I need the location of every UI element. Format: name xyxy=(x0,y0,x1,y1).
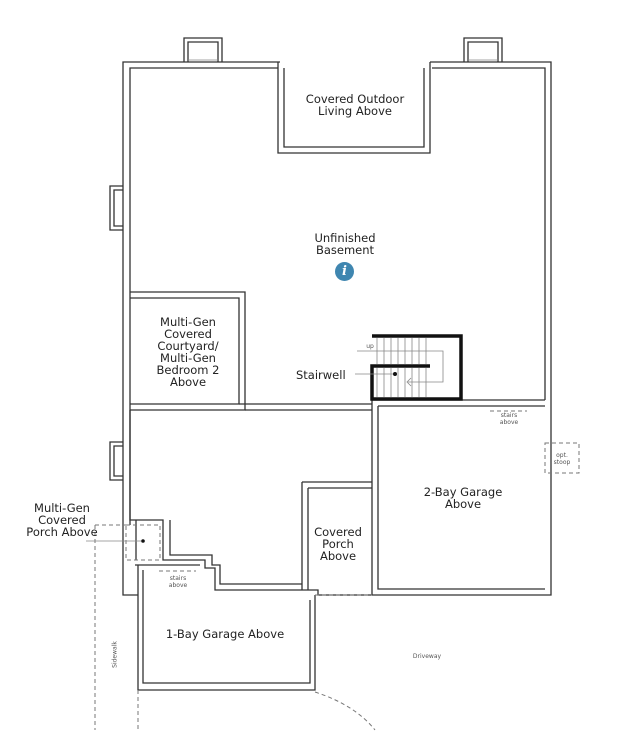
room-multi-gen-courtyard: Multi-Gen Covered Courtyard/ Multi-Gen B… xyxy=(156,315,220,389)
room-covered-outdoor-living: Covered Outdoor Living Above xyxy=(305,92,405,118)
sidewalk-label: Sidewalk xyxy=(111,641,119,668)
room-multi-gen-covered-porch: Multi-Gen Covered Porch Above xyxy=(26,501,98,539)
dashed-elements xyxy=(86,410,580,731)
stairs-above-label-2: stairs above xyxy=(168,575,188,589)
stairs-above-label-1: stairs above xyxy=(499,412,519,426)
window-bump-top-right xyxy=(463,37,503,62)
stairwell-drawing xyxy=(355,334,463,401)
opt-stoop-label: opt. stoop xyxy=(553,452,571,466)
room-stairwell: Stairwell xyxy=(296,368,346,382)
room-unfinished-basement: Unfinished Basement xyxy=(314,231,376,257)
info-icon[interactable]: i xyxy=(335,262,354,281)
window-bump-left-1 xyxy=(109,185,123,231)
exterior-walls xyxy=(122,61,552,691)
window-bump-left-2 xyxy=(109,441,123,481)
room-1-bay-garage: 1-Bay Garage Above xyxy=(165,627,285,641)
window-bump-top-left xyxy=(183,37,223,62)
driveway-label: Driveway xyxy=(412,653,442,660)
room-2-bay-garage: 2-Bay Garage Above xyxy=(423,485,503,511)
room-covered-porch: Covered Porch Above xyxy=(314,525,362,563)
stairs-up-label: up xyxy=(366,343,374,350)
